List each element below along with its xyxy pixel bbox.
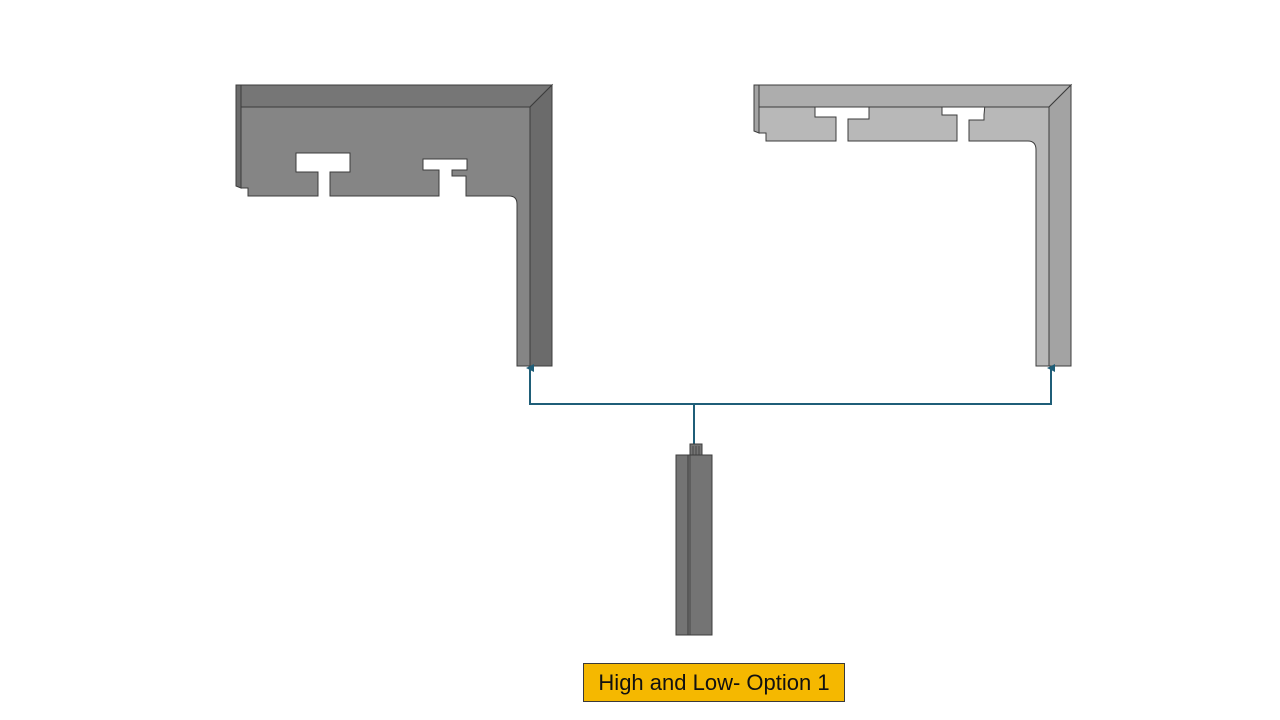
connector-left-branch (526, 364, 694, 405)
vertical-post (675, 443, 713, 636)
connector-right-branch (694, 364, 1055, 405)
light-corner-profile (753, 83, 1073, 367)
option-caption: High and Low- Option 1 (583, 663, 845, 702)
dark-corner-profile (235, 83, 554, 367)
connector-lines (526, 364, 1055, 446)
